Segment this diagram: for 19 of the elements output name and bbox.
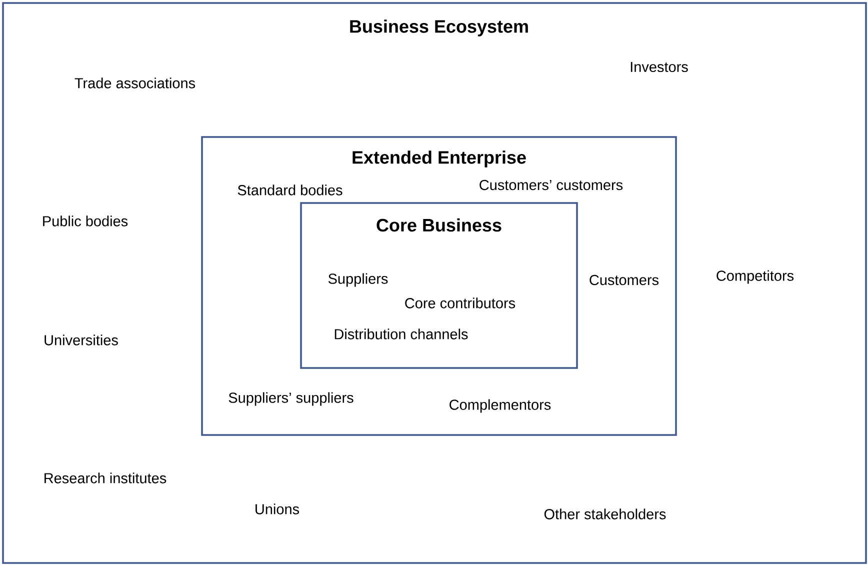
stakeholder-label: Core contributors: [405, 298, 516, 308]
box-heading: Core Business: [376, 218, 502, 232]
stakeholder-label: Suppliers: [328, 273, 388, 287]
stakeholder-label: Competitors: [716, 270, 794, 284]
stakeholder-label: Customers: [590, 274, 659, 286]
stakeholder-label: Universities: [44, 334, 118, 346]
stakeholder-label: Customers’ customers: [480, 180, 623, 190]
box-heading: Extended Enterprise: [352, 150, 526, 168]
stakeholder-label: Other stakeholders: [544, 508, 666, 520]
stakeholder-label: Standard bodies: [238, 184, 342, 196]
stakeholder-label: Public bodies: [43, 216, 128, 226]
stakeholder-label: Research institutes: [44, 472, 166, 484]
stakeholder-label: Distribution channels: [334, 328, 468, 340]
stakeholder-label: Suppliers’ suppliers: [228, 392, 354, 406]
box-heading: Business Ecosystem: [350, 20, 528, 36]
stakeholder-label: Complementors: [450, 399, 551, 413]
stakeholder-label: Investors: [630, 62, 688, 72]
stakeholder-label: Unions: [256, 504, 300, 514]
stakeholder-label: Trade associations: [74, 78, 196, 88]
